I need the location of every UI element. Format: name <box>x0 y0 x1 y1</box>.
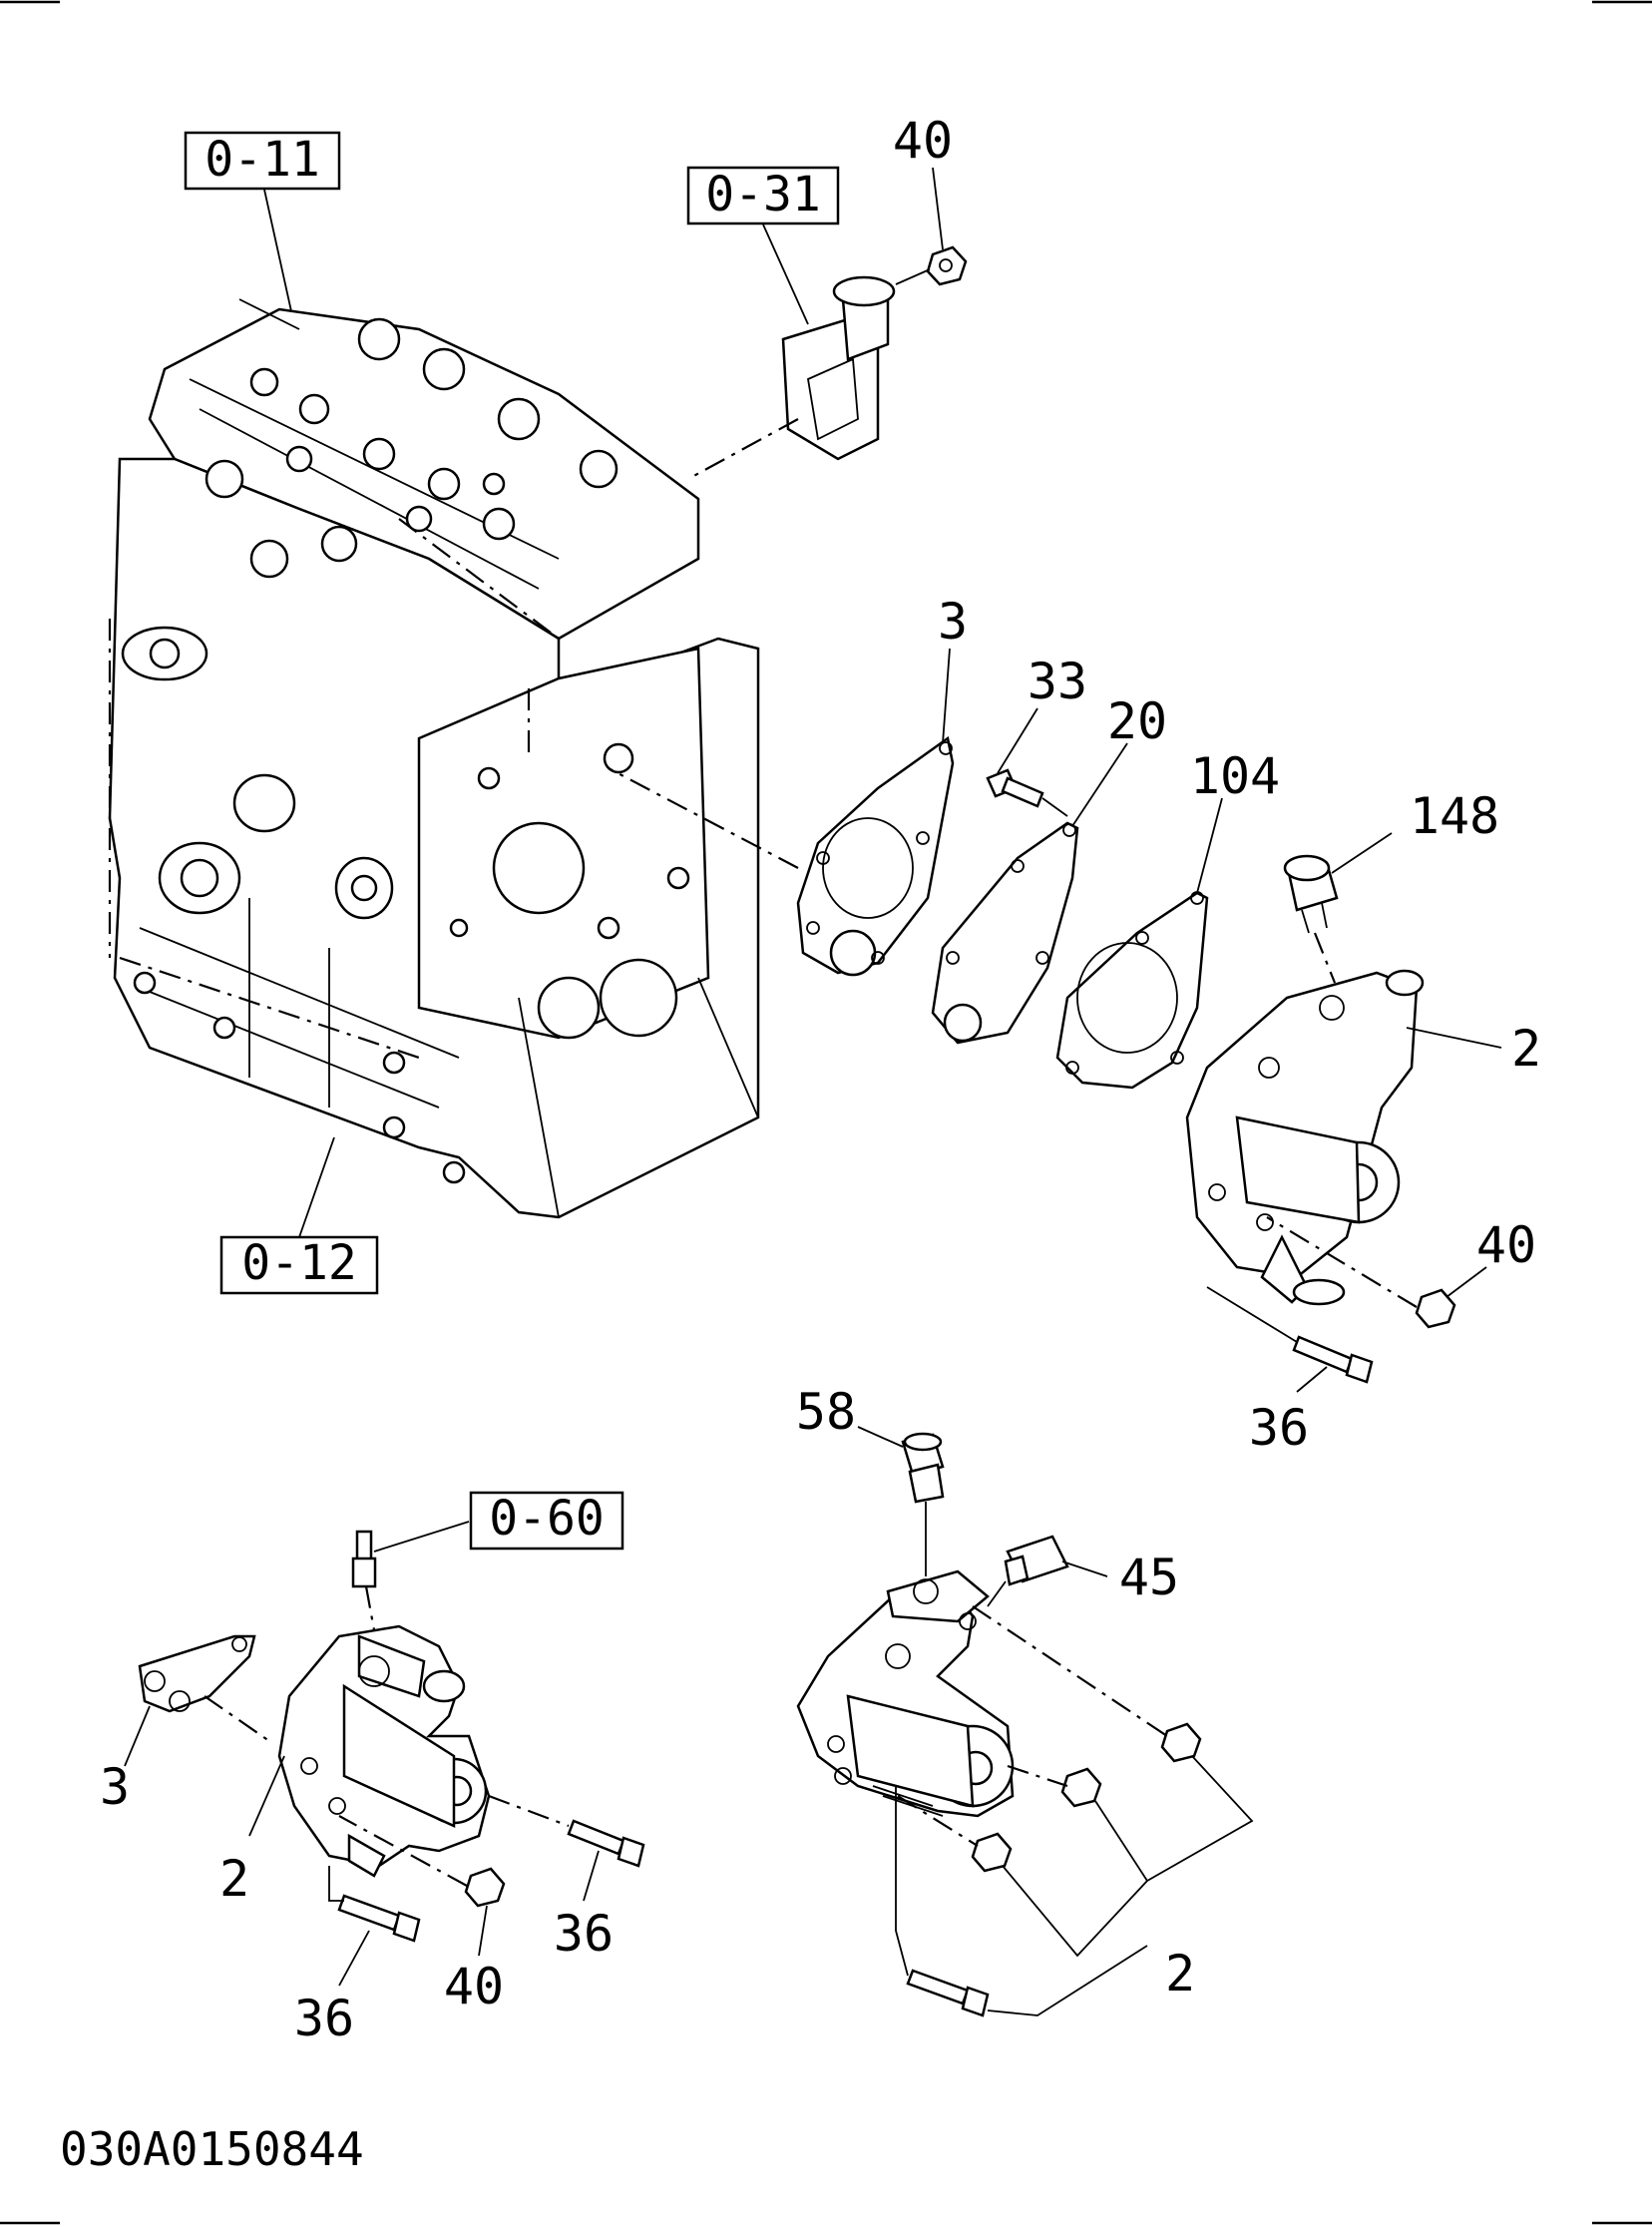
svg-text:2: 2 <box>1165 1945 1195 2003</box>
bolt-33: 33 <box>986 653 1087 817</box>
svg-text:20: 20 <box>1107 692 1167 750</box>
gasket-20: 20 <box>931 692 1167 1045</box>
water-pump-right: 2 <box>1185 969 1541 1306</box>
nut-40-left: 40 <box>338 1815 506 2015</box>
gasket-104: 104 <box>1055 747 1280 1090</box>
ref-box-0-11: 0-11 <box>184 131 341 312</box>
drawing-number: 030A0150844 <box>60 2122 364 2176</box>
plug-58: 58 <box>796 1383 945 1576</box>
svg-text:40: 40 <box>1476 1216 1536 1274</box>
svg-text:40: 40 <box>893 112 953 170</box>
svg-text:2: 2 <box>1511 1020 1541 1078</box>
water-pump-bottom <box>796 1569 1015 1818</box>
plug-148: 148 <box>1283 787 1499 984</box>
sensor-stud <box>351 1521 470 1647</box>
bolt-36-right: 36 <box>1206 1286 1374 1457</box>
nut-40-right: 40 <box>1266 1216 1536 1329</box>
bolt-36-left-b: 36 <box>294 1866 421 2047</box>
ref-box-0-60: 0-60 <box>469 1491 624 1551</box>
svg-text:0-31: 0-31 <box>705 167 821 223</box>
svg-text:0-60: 0-60 <box>489 1491 605 1547</box>
gasket-3-left: 3 <box>100 1634 270 1816</box>
thermostat-outlet <box>687 275 896 480</box>
block-ribs <box>133 898 466 1184</box>
ref-box-0-12: 0-12 <box>219 1136 379 1295</box>
exhaust-ports <box>121 626 394 920</box>
svg-text:148: 148 <box>1410 787 1499 845</box>
front-plate-holes <box>449 742 690 1040</box>
gasket-3: 3 <box>608 593 968 977</box>
svg-text:36: 36 <box>554 1905 614 1963</box>
svg-text:3: 3 <box>100 1758 130 1816</box>
svg-text:58: 58 <box>796 1383 856 1441</box>
ref-box-0-31: 0-31 <box>686 166 840 325</box>
sensor-45: 45 <box>987 1535 1179 1607</box>
svg-text:3: 3 <box>938 593 968 651</box>
svg-text:36: 36 <box>294 1990 354 2047</box>
svg-text:0-11: 0-11 <box>205 132 320 188</box>
svg-text:36: 36 <box>1249 1399 1309 1457</box>
svg-text:45: 45 <box>1119 1549 1179 1606</box>
water-pump-left: 2 <box>219 1624 491 1908</box>
engine-block <box>108 298 760 1219</box>
svg-text:2: 2 <box>219 1850 249 1908</box>
nut-40-top: 40 <box>893 112 968 286</box>
fasteners-bottom: 2 <box>895 1605 1254 2017</box>
bolt-36-left-a: 36 <box>488 1794 645 1963</box>
svg-text:0-12: 0-12 <box>241 1235 357 1291</box>
svg-text:33: 33 <box>1028 653 1087 710</box>
svg-text:104: 104 <box>1190 747 1280 805</box>
head-bosses <box>205 317 619 579</box>
svg-text:40: 40 <box>444 1958 504 2015</box>
